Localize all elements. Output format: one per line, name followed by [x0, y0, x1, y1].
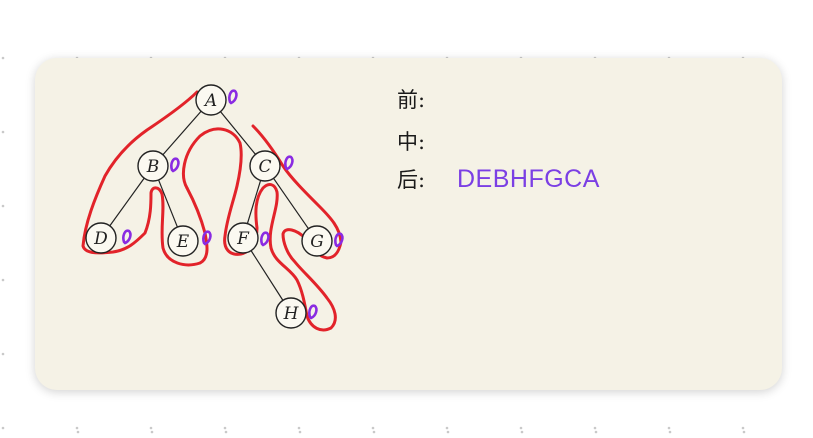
- postorder-marker-G: [334, 232, 344, 248]
- edge-B-D: [109, 177, 145, 227]
- grid-dot: [1, 278, 5, 282]
- grid-dot: [742, 430, 746, 434]
- postorder-marker-A: [228, 89, 238, 105]
- grid-dot: [1, 426, 5, 430]
- postorder-value: DEBHFGCA: [457, 164, 600, 193]
- preorder-row: 前:: [397, 84, 457, 114]
- grid-dot: [75, 426, 79, 430]
- node-label-F: F: [236, 229, 250, 249]
- tree-node-D: D: [85, 222, 117, 254]
- grid-dot: [519, 426, 523, 430]
- grid-dot: [1, 56, 5, 60]
- tree-node-E: E: [167, 225, 199, 257]
- grid-dot: [520, 430, 524, 434]
- preorder-label: 前:: [397, 88, 426, 112]
- node-label-G: G: [310, 232, 324, 252]
- postorder-marker-C: [284, 155, 294, 171]
- grid-dot: [76, 430, 80, 434]
- grid-dot: [223, 426, 227, 430]
- grid-dot: [150, 430, 154, 434]
- node-label-D: D: [93, 229, 108, 249]
- grid-dot: [298, 430, 302, 434]
- inorder-label: 中:: [397, 130, 426, 154]
- postorder-marker-F: [260, 231, 270, 247]
- node-circle-D: [85, 222, 117, 254]
- grid-dot: [1, 204, 5, 208]
- grid-dot: [372, 430, 376, 434]
- node-circle-F: [227, 222, 259, 254]
- tree-node-A: A: [195, 84, 227, 116]
- postorder-row: 后: DEBHFGCA: [397, 164, 600, 194]
- tree-node-F: F: [227, 222, 259, 254]
- grid-dot: [1, 352, 5, 356]
- tree-node-H: H: [275, 297, 307, 329]
- node-label-H: H: [283, 304, 300, 324]
- postorder-marker-E: [202, 230, 212, 246]
- inorder-row: 中:: [397, 126, 457, 156]
- traversal-outline-right: [251, 124, 343, 332]
- node-circle-B: [137, 150, 169, 182]
- node-label-C: C: [258, 157, 271, 177]
- node-circle-C: [249, 150, 281, 182]
- edge-B-E: [158, 179, 178, 228]
- edge-F-H: [250, 250, 284, 301]
- edge-C-F: [246, 180, 262, 224]
- node-circle-H: [275, 297, 307, 329]
- postorder-marker-D: [122, 229, 132, 245]
- traversal-outline-middle: [182, 127, 279, 256]
- grid-dot: [667, 426, 671, 430]
- grid-dot: [593, 426, 597, 430]
- tree-node-B: B: [137, 150, 169, 182]
- note-card: A B C D E F G H 前: 中: 后: DEBHFGCA: [35, 58, 782, 390]
- edge-A-C: [220, 111, 256, 155]
- node-circle-A: [195, 84, 227, 116]
- postorder-label: 后:: [397, 168, 426, 192]
- postorder-marker-H: [308, 304, 318, 320]
- edge-A-B: [162, 110, 202, 156]
- grid-dot: [297, 426, 301, 430]
- grid-dot: [668, 430, 672, 434]
- tree-node-C: C: [249, 150, 281, 182]
- node-label-E: E: [176, 232, 190, 252]
- grid-dot: [149, 426, 153, 430]
- node-label-B: B: [146, 157, 160, 177]
- grid-dot: [224, 430, 228, 434]
- grid-dot: [371, 426, 375, 430]
- edge-C-G: [273, 177, 309, 230]
- traversal-outline-left: [81, 90, 209, 267]
- node-circle-E: [167, 225, 199, 257]
- binary-tree-diagram: A B C D E F G H: [81, 84, 344, 332]
- grid-dot: [594, 430, 598, 434]
- tree-node-G: G: [301, 225, 333, 257]
- grid-dot: [446, 430, 450, 434]
- grid-dot: [1, 130, 5, 134]
- node-circle-G: [301, 225, 333, 257]
- node-label-A: A: [203, 91, 217, 111]
- grid-dot: [741, 426, 745, 430]
- postorder-marker-B: [170, 157, 180, 173]
- grid-dot: [445, 426, 449, 430]
